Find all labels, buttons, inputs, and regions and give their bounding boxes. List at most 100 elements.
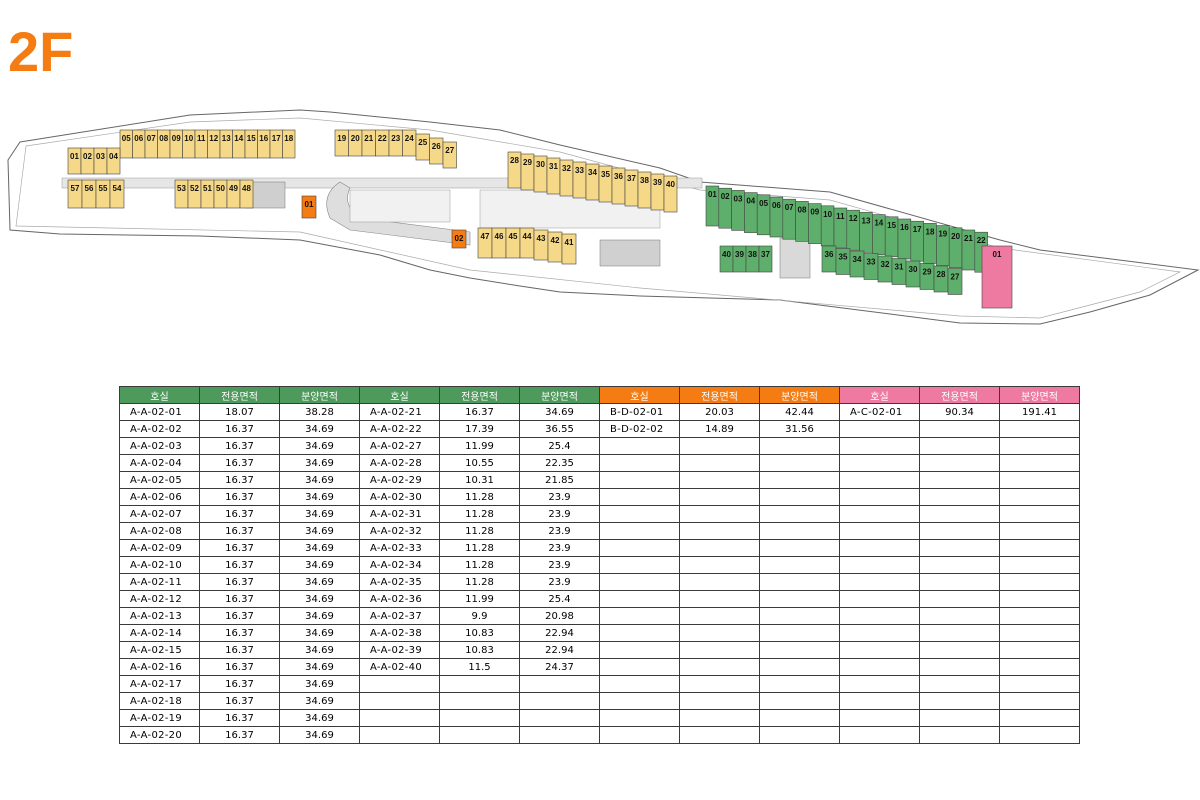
unit-green-bottom: 37 [758,245,773,273]
exclusive-area-cell [679,692,760,710]
sale-area-cell [999,692,1080,710]
sale-area-cell: 23.9 [519,539,600,557]
unit-number: 40 [666,180,675,189]
exclusive-area-cell: 10.55 [439,454,520,472]
sale-area-cell: 34.69 [279,590,360,608]
unit-green-top: 12 [846,209,860,251]
unit-number: 10 [184,134,193,143]
exclusive-area-cell: 11.28 [439,505,520,523]
sale-area-cell [999,590,1080,608]
unit-number: 19 [337,134,346,143]
unit-green-bottom: 39 [732,245,747,273]
exclusive-area-cell [919,658,1000,676]
header-room: 호실 [359,386,440,404]
unit-number: 10 [823,210,832,219]
sale-area-cell [759,505,840,523]
sale-area-cell: 34.69 [279,624,360,642]
sale-area-cell [759,675,840,693]
sale-area-cell: 34.69 [519,403,600,421]
exclusive-area-cell [919,522,1000,540]
sale-area-cell [999,607,1080,625]
room-cell: A-A-02-13 [119,607,200,625]
sale-area-cell [759,573,840,591]
exclusive-area-cell: 11.5 [439,658,520,676]
exclusive-area-cell [679,505,760,523]
unit-number: 55 [99,184,108,193]
unit-pink: 01 [981,245,1013,309]
room-cell [839,437,920,455]
unit-center-top: 21 [361,129,376,157]
room-cell [599,488,680,506]
sale-area-cell [759,590,840,608]
room-cell [839,420,920,438]
unit-number: 02 [721,192,730,201]
room-cell [599,590,680,608]
unit-center-row: 32 [559,159,574,197]
area-table: 호실 전용면적 분양면적 호실 전용면적 분양면적 호실 전용면적 분양면적 호… [119,386,1080,744]
header-exclusive-area: 전용면적 [439,386,520,404]
unit-center-row: 33 [572,161,587,199]
sale-area-cell [519,726,600,744]
unit-number: 21 [364,134,373,143]
sale-area-cell [999,556,1080,574]
unit-number: 16 [900,223,909,232]
unit-green-top: 13 [859,212,873,253]
unit-number: 20 [351,134,360,143]
unit-number: 35 [839,253,848,262]
exclusive-area-cell [679,641,760,659]
exclusive-area-cell: 16.37 [439,403,520,421]
sale-area-cell: 21.85 [519,471,600,489]
exclusive-area-cell [679,658,760,676]
unit-number: 16 [259,134,268,143]
exclusive-area-cell: 16.37 [199,709,280,727]
unit-green-bottom: 27 [947,268,963,295]
unit-number: 40 [722,250,731,259]
unit-green-top: 02 [718,187,732,229]
exclusive-area-cell [439,709,520,727]
room-cell [599,607,680,625]
unit-center-top: 20 [348,129,363,157]
sale-area-cell: 23.9 [519,522,600,540]
unit-green-top: 18 [923,223,937,264]
unit-number: 11 [836,212,845,221]
sale-area-cell [759,488,840,506]
header-sale-area: 분양면적 [999,386,1080,404]
header-sale-area: 분양면적 [279,386,360,404]
inner-outline [15,117,1182,319]
unit-center-lower: 44 [519,227,535,259]
room-cell [599,471,680,489]
exclusive-area-cell: 9.9 [439,607,520,625]
room-cell: A-A-02-35 [359,573,440,591]
unit-center-row: 36 [611,167,626,205]
unit-green-top: 06 [769,196,784,238]
unit-green-top: 15 [884,216,899,258]
sale-area-cell [759,522,840,540]
unit-green-top: 04 [744,192,758,233]
sale-area-cell: 191.41 [999,403,1080,421]
exclusive-area-cell: 16.37 [199,692,280,710]
room-cell: A-A-02-19 [119,709,200,727]
unit-number: 25 [418,138,427,147]
exclusive-area-cell: 11.28 [439,488,520,506]
room-cell: A-A-02-29 [359,471,440,489]
unit-left-top: 10 [182,129,196,159]
unit-number: 33 [867,258,876,267]
corridor [61,177,703,189]
exclusive-area-cell: 16.37 [199,471,280,489]
exclusive-area-cell [679,726,760,744]
unit-center-row: 34 [585,163,600,201]
unit-center-lower: 43 [533,229,549,261]
exclusive-area-cell [919,573,1000,591]
sale-area-cell [999,437,1080,455]
unit-number: 44 [523,232,532,241]
unit-number: 34 [588,168,597,177]
unit-green-top: 01 [705,185,720,227]
room-cell [839,471,920,489]
unit-left-top: 13 [219,129,233,159]
exclusive-area-cell: 11.28 [439,556,520,574]
unit-center-lower: 41 [561,233,577,265]
